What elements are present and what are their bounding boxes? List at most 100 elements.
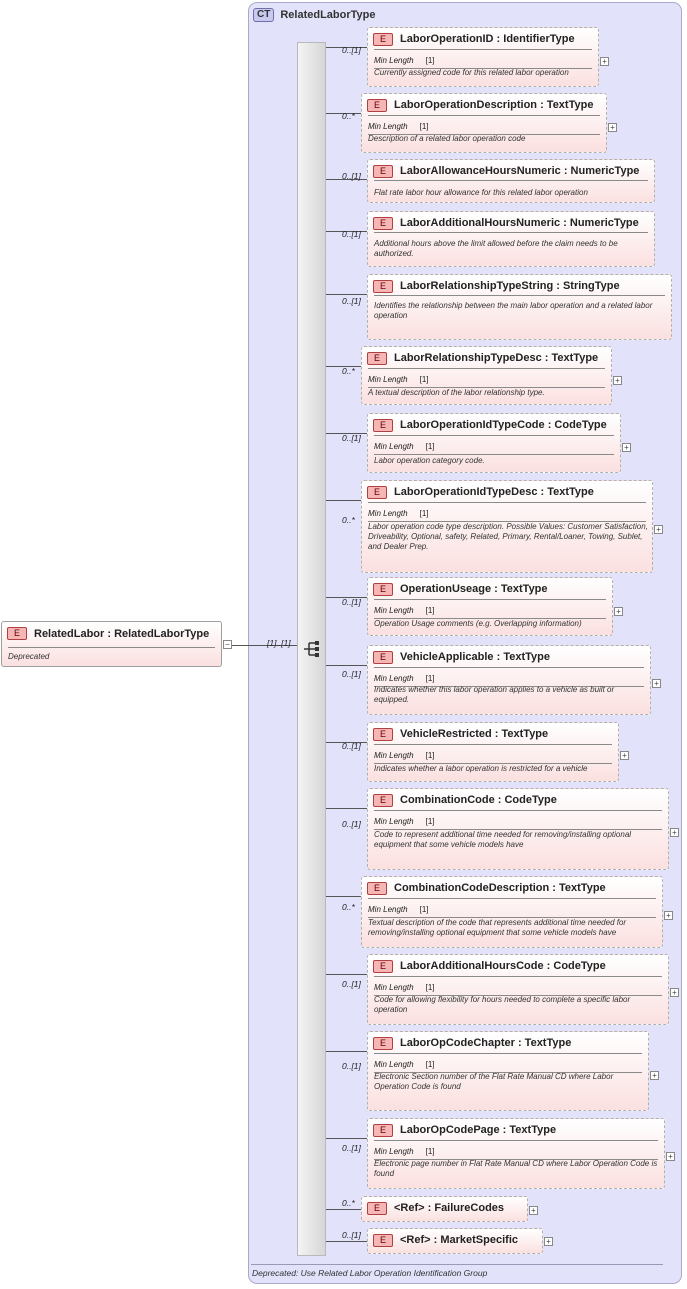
element-expand-toggle[interactable]: +	[654, 525, 663, 534]
child-connector	[326, 896, 361, 897]
element-expand-toggle[interactable]: +	[622, 443, 631, 452]
element-title: LaborAllowanceHoursNumeric : NumericType	[400, 165, 640, 177]
element-title: LaborRelationshipTypeString : StringType	[400, 280, 620, 292]
element-title: LaborRelationshipTypeDesc : TextType	[394, 352, 599, 364]
facet-label: Min Length	[368, 905, 408, 914]
element-badge: E	[373, 165, 393, 178]
facet-value: [1]	[419, 509, 429, 518]
element-box[interactable]: E<Ref> : MarketSpecific	[367, 1228, 543, 1254]
element-title: <Ref> : FailureCodes	[394, 1202, 505, 1214]
element-cardinality: 0..[1]	[342, 1061, 361, 1071]
element-facet-separator	[368, 134, 600, 135]
element-title: OperationUseage : TextType	[400, 583, 548, 595]
element-expand-toggle[interactable]: +	[670, 988, 679, 997]
element-cardinality: 0..*	[342, 515, 355, 525]
element-expand-toggle[interactable]: +	[620, 751, 629, 760]
facet-label: Min Length	[374, 1147, 414, 1156]
element-expand-toggle[interactable]: +	[650, 1071, 659, 1080]
element-badge: E	[373, 33, 393, 46]
element-badge: E	[373, 1234, 393, 1247]
facet-value: [1]	[419, 905, 429, 914]
element-doc: Code for allowing flexibility for hours …	[374, 995, 631, 1014]
element-cardinality: 0..*	[342, 902, 355, 912]
element-facet-separator	[374, 618, 606, 619]
element-box[interactable]: E<Ref> : FailureCodes	[361, 1196, 528, 1222]
facet-label: Min Length	[374, 442, 414, 451]
element-doc: Identifies the relationship between the …	[374, 301, 653, 320]
facet-label: Min Length	[374, 606, 414, 615]
element-cardinality: 0..[1]	[342, 979, 361, 989]
element-facet-separator	[374, 454, 614, 455]
element-expand-toggle[interactable]: +	[666, 1152, 675, 1161]
element-expand-toggle[interactable]: +	[664, 911, 673, 920]
root-element-doc: Deprecated	[8, 652, 50, 661]
element-box[interactable]: E LaborRelationshipTypeString : StringTyp…	[367, 274, 672, 340]
facet-value: [1]	[419, 375, 429, 384]
element-facet: Min Length[1]	[374, 442, 435, 451]
element-doc: Labor operation code type description. P…	[368, 522, 648, 551]
facet-value: [1]	[425, 674, 435, 683]
sequence-compositor-icon[interactable]	[302, 640, 322, 658]
element-cardinality: 0..[1]	[342, 1143, 361, 1153]
element-title: LaborOpCodePage : TextType	[400, 1124, 557, 1136]
root-collapse-toggle[interactable]: −	[223, 640, 232, 649]
element-facet-separator	[368, 521, 646, 522]
element-separator	[374, 435, 614, 436]
element-doc: Indicates whether a labor operation is r…	[374, 764, 588, 773]
element-facet: Min Length[1]	[374, 817, 435, 826]
facet-value: [1]	[425, 56, 435, 65]
element-facet-separator	[374, 68, 592, 69]
element-separator	[368, 115, 600, 116]
element-expand-toggle[interactable]: +	[529, 1206, 538, 1215]
element-facet: Min Length [1]	[368, 905, 429, 914]
facet-value: [1]	[425, 606, 435, 615]
element-expand-toggle[interactable]: +	[544, 1237, 553, 1246]
element-doc: Electronic page number in Flat Rate Manu…	[374, 1159, 658, 1178]
element-cardinality: 0..[1]	[342, 171, 361, 181]
element-doc: Indicates whether this labor operation a…	[374, 685, 615, 704]
element-box[interactable]: E LaborAllowanceHoursNumeric : NumericTyp…	[367, 159, 655, 203]
complex-type-badge: CT	[253, 8, 275, 22]
element-separator	[374, 976, 662, 977]
element-doc: Currently assigned code for this related…	[374, 68, 569, 77]
facet-label: Min Length	[374, 751, 414, 760]
element-expand-toggle[interactable]: +	[614, 607, 623, 616]
element-expand-toggle[interactable]: +	[652, 679, 661, 688]
element-doc: Electronic Section number of the Flat Ra…	[374, 1072, 614, 1091]
facet-value: [1]	[425, 751, 435, 760]
element-facet-separator	[374, 1159, 658, 1160]
element-expand-toggle[interactable]: +	[670, 828, 679, 837]
element-facet: Min Length[1]	[374, 1060, 435, 1069]
element-badge: E	[373, 280, 393, 293]
element-cardinality: 0..[1]	[342, 741, 361, 751]
element-badge: E	[373, 651, 393, 664]
element-doc: Textual description of the code that rep…	[368, 918, 627, 937]
element-separator	[374, 667, 644, 668]
element-title: LaborOperationIdTypeDesc : TextType	[394, 486, 594, 498]
element-expand-toggle[interactable]: +	[608, 123, 617, 132]
element-badge: E	[373, 583, 393, 596]
root-element-relatedlabor[interactable]: E RelatedLabor : RelatedLaborType Deprec…	[1, 621, 222, 667]
element-facet: Min Length[1]	[368, 375, 429, 384]
element-badge: E	[373, 728, 393, 741]
complex-type-name: RelatedLaborType	[280, 9, 376, 21]
child-connector	[326, 1241, 367, 1242]
element-expand-toggle[interactable]: +	[613, 376, 622, 385]
element-expand-toggle[interactable]: +	[600, 57, 609, 66]
facet-label: Min Length	[374, 674, 414, 683]
element-facet-separator	[374, 829, 662, 830]
